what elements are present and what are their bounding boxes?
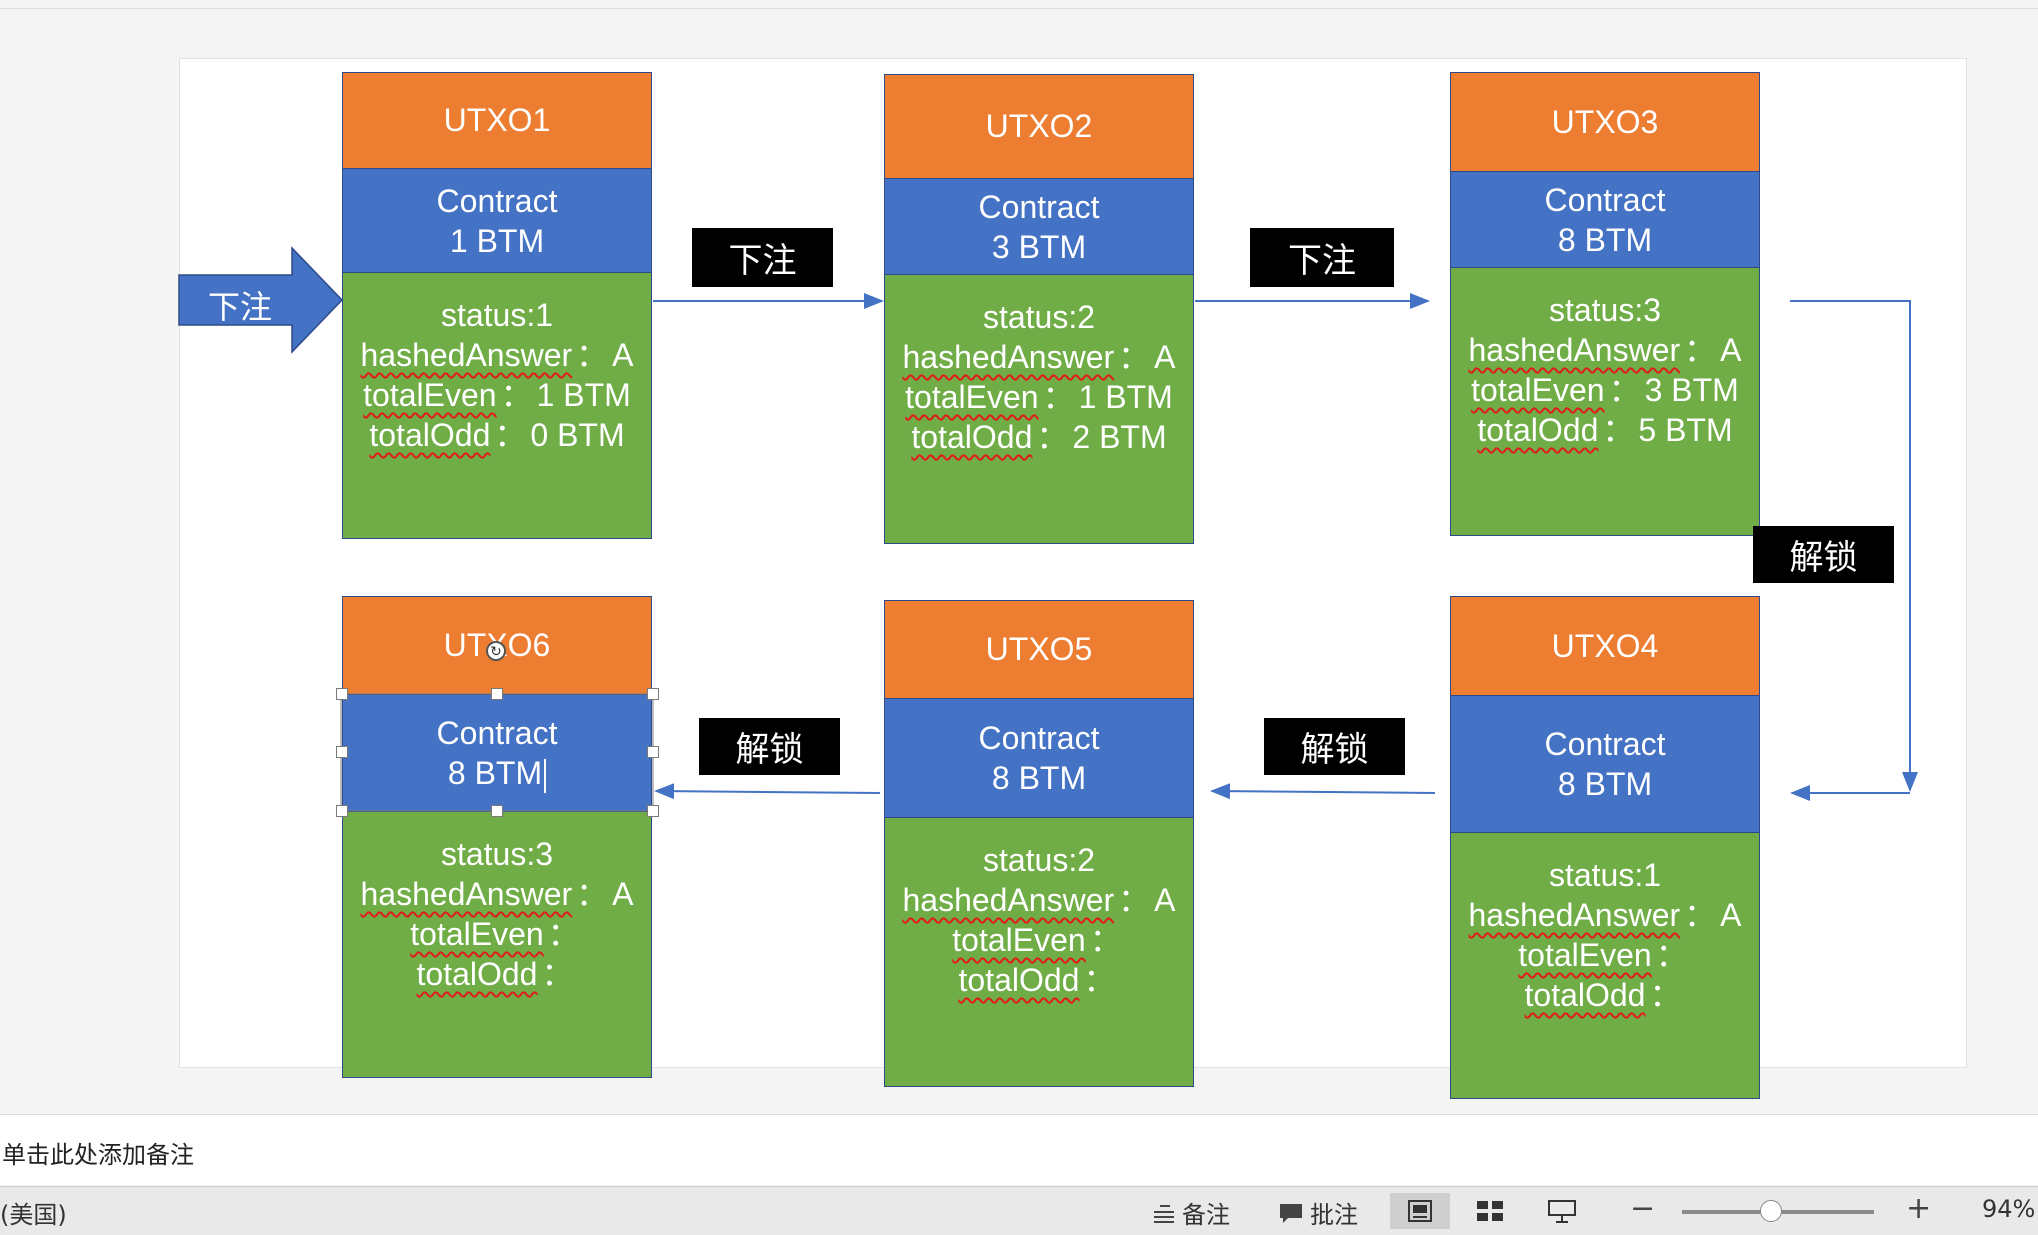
utxo3-title: UTXO3: [1451, 73, 1759, 172]
utxo3-state: status:3 hashedAnswer：A totalEven：3 BTM …: [1451, 268, 1759, 535]
zoom-slider-thumb[interactable]: [1760, 1200, 1782, 1222]
resize-handle-n[interactable]: [491, 688, 503, 700]
reading-view-button[interactable]: [1532, 1193, 1592, 1229]
label-unlock-3[interactable]: 解锁: [699, 718, 840, 775]
comments-button-label: 批注: [1310, 1201, 1358, 1229]
arrow-utxo5-utxo6: [654, 783, 881, 800]
top-ruler-line: [0, 8, 2038, 9]
utxo6-state: status:3 hashedAnswer：A totalEven： total…: [343, 812, 651, 1077]
label-unlock-2[interactable]: 解锁: [1264, 718, 1405, 775]
resize-handle-ne[interactable]: [647, 688, 659, 700]
label-bet-1[interactable]: 下注: [692, 228, 833, 287]
presentation-view-icon: [1548, 1200, 1576, 1223]
resize-handle-sw[interactable]: [336, 805, 348, 817]
language-indicator[interactable]: (美国): [0, 1201, 67, 1229]
normal-view-icon: [1408, 1200, 1432, 1222]
notes-button-label: 备注: [1182, 1201, 1230, 1229]
resize-handle-e[interactable]: [647, 746, 659, 758]
resize-handle-s[interactable]: [491, 805, 503, 817]
utxo2-state: status:2 hashedAnswer：A totalEven：1 BTM …: [885, 275, 1193, 543]
grid-view-icon: [1477, 1201, 1503, 1221]
utxo5-state: status:2 hashedAnswer：A totalEven： total…: [885, 818, 1193, 1086]
zoom-in-button[interactable]: +: [1906, 1191, 1932, 1226]
resize-handle-se[interactable]: [647, 805, 659, 817]
slide-sorter-button[interactable]: [1460, 1193, 1520, 1229]
arrow-utxo4-utxo5: [1210, 783, 1436, 800]
resize-handle-nw[interactable]: [336, 688, 348, 700]
zoom-percentage[interactable]: 94%: [1982, 1195, 2036, 1223]
utxo1-title: UTXO1: [343, 73, 651, 169]
utxo4-title: UTXO4: [1451, 597, 1759, 696]
notes-button[interactable]: 备注: [1152, 1195, 1230, 1230]
utxo2-title: UTXO2: [885, 75, 1193, 179]
resize-handle-w[interactable]: [336, 746, 348, 758]
utxo5-title: UTXO5: [885, 601, 1193, 699]
label-bet-2[interactable]: 下注: [1250, 228, 1394, 287]
zoom-out-button[interactable]: −: [1630, 1191, 1656, 1226]
comments-button[interactable]: 批注: [1278, 1195, 1358, 1230]
arrow-utxo3-right: [1790, 300, 1918, 792]
notes-icon: [1154, 1204, 1174, 1223]
utxo4-state: status:1 hashedAnswer：A totalEven： total…: [1451, 833, 1759, 1098]
label-unlock-1[interactable]: 解锁: [1753, 526, 1894, 583]
entry-arrow-label: 下注: [208, 288, 273, 326]
notes-pane[interactable]: 单击此处添加备注: [0, 1114, 2038, 1185]
utxo1-state: status:1 hashedAnswer：A totalEven：1 BTM …: [343, 273, 651, 538]
normal-view-button[interactable]: [1390, 1193, 1450, 1229]
comment-icon: [1280, 1203, 1302, 1223]
text-cursor: [544, 758, 547, 793]
entry-arrow: [178, 246, 344, 354]
rotate-handle[interactable]: ↻: [486, 641, 506, 661]
status-bar: (美国) 备注 批注: [0, 1186, 2038, 1235]
notes-placeholder[interactable]: 单击此处添加备注: [2, 1141, 194, 1169]
selection-frame: [340, 693, 654, 812]
